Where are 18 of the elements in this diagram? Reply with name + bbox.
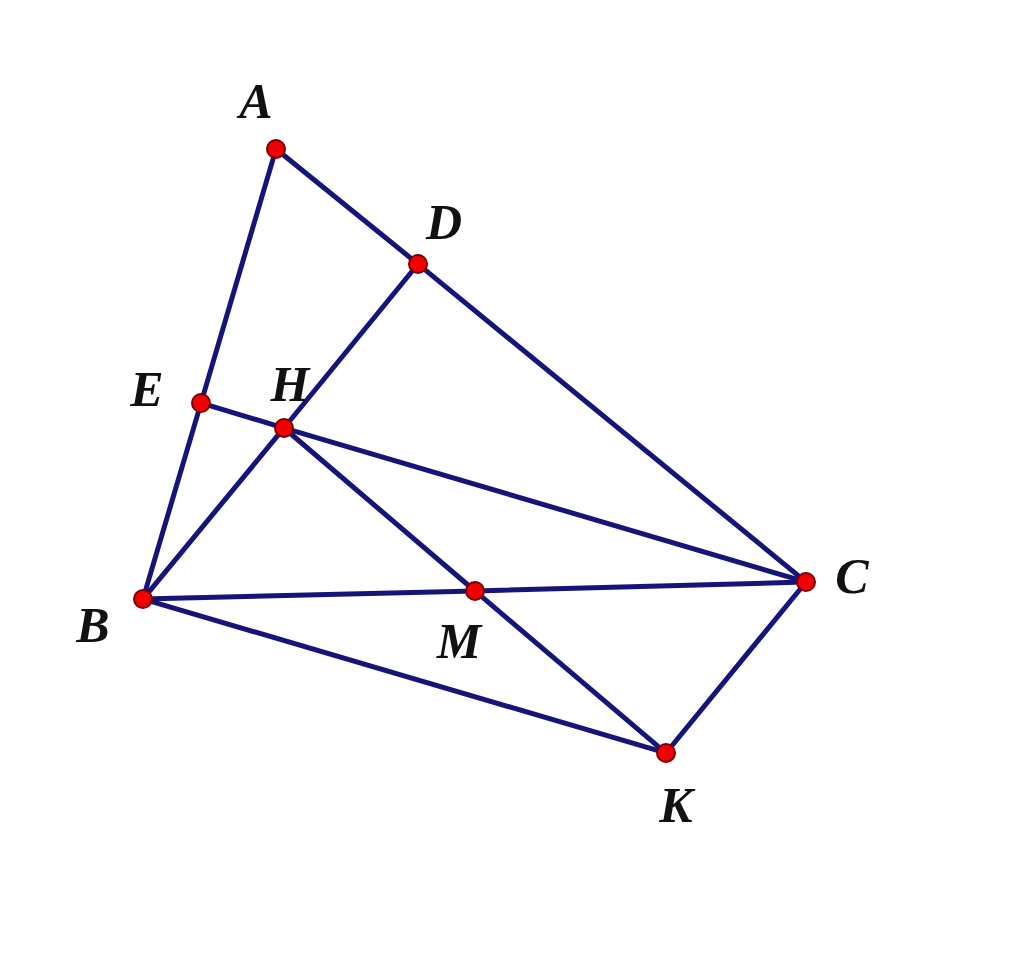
line-segment xyxy=(146,433,281,594)
point-label: H xyxy=(270,359,310,409)
line-segment xyxy=(423,267,801,579)
point-label: E xyxy=(130,364,164,414)
line-segment xyxy=(669,587,803,748)
point-label: C xyxy=(835,551,869,601)
point-label: M xyxy=(436,616,482,666)
line-segment xyxy=(289,432,470,587)
point-label: D xyxy=(425,197,463,247)
line-segment xyxy=(281,152,413,261)
line-segment xyxy=(150,599,659,753)
line-segment xyxy=(287,269,415,423)
line-segment xyxy=(201,156,276,396)
line-segment xyxy=(291,428,799,582)
line-segment xyxy=(208,403,277,428)
line-segment xyxy=(143,410,201,592)
point-label: B xyxy=(76,600,110,650)
line-segment xyxy=(480,594,661,750)
